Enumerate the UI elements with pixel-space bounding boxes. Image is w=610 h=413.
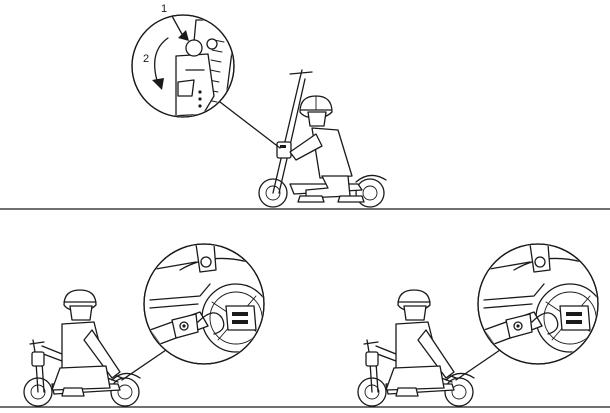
panel-fold-hook-left (23, 244, 270, 407)
scooter-folding-right (357, 289, 475, 407)
panel-fold-unlock: 1 2 (0, 3, 610, 210)
panel-fold-hook-right (357, 244, 604, 407)
zoom-hook-detail-left (122, 244, 270, 380)
scooter-folding-left (23, 289, 141, 407)
zoom-lever-detail: 1 2 (131, 3, 281, 149)
arrow-step-1-icon (171, 15, 189, 41)
arrow-step-2-icon (152, 37, 169, 90)
zoom-leader-line (219, 101, 281, 149)
step-1-label: 1 (161, 3, 167, 15)
step-2-label: 2 (143, 53, 149, 65)
zoom-hook-detail-right (456, 244, 604, 380)
